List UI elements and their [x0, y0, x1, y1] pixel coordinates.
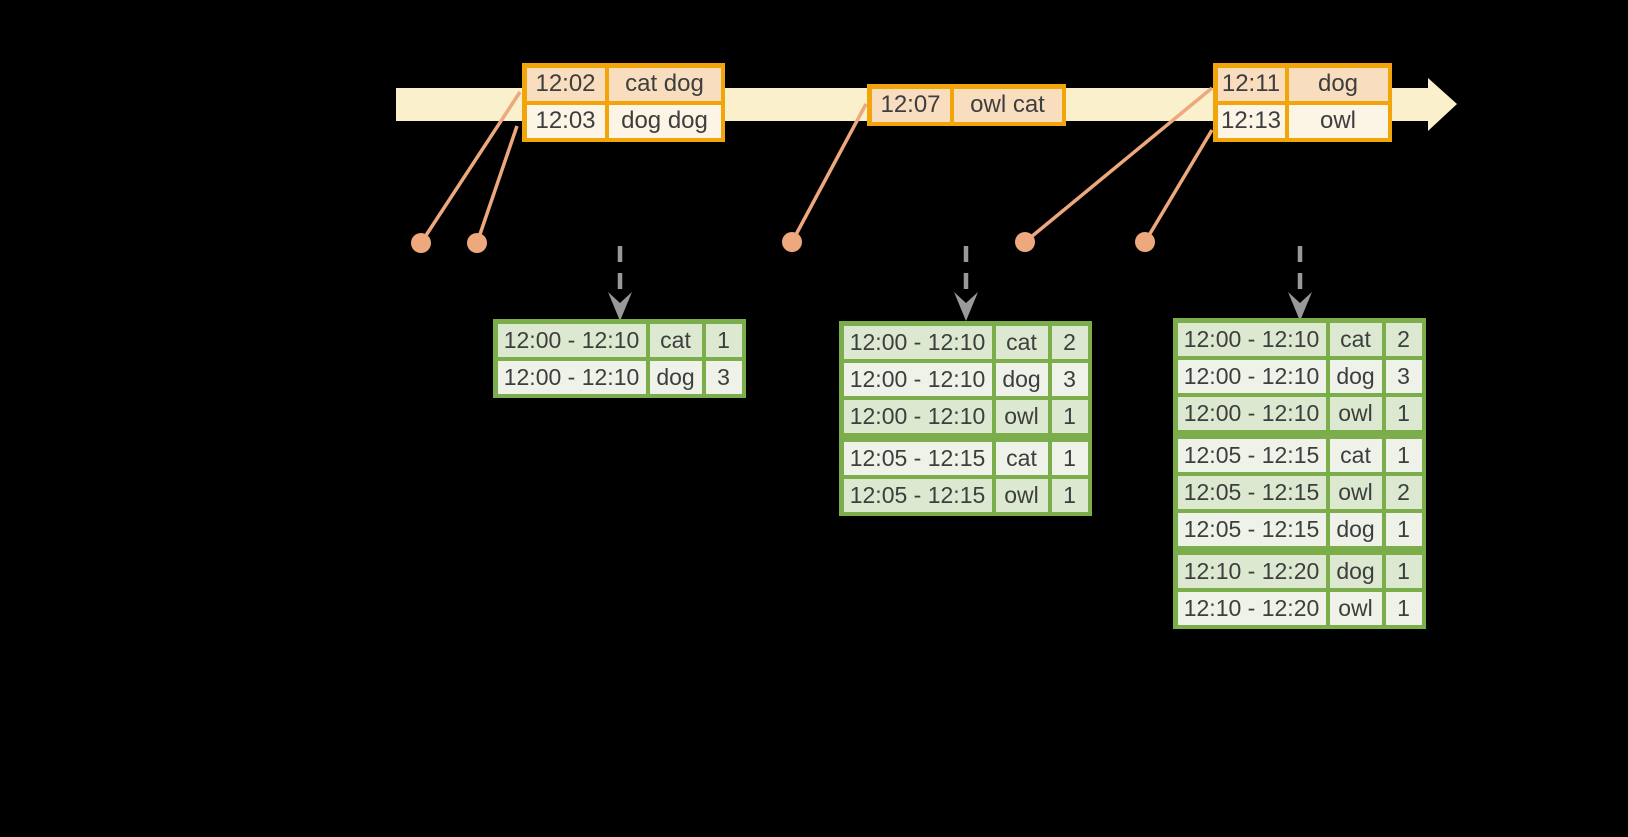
- word-cell: owl: [1329, 475, 1382, 509]
- event-time-cell: 12:02: [526, 67, 605, 101]
- window-cell: 12:00 - 12:10: [843, 325, 992, 359]
- count-cell: 1: [1385, 512, 1422, 546]
- trigger-arrowhead-icon: [608, 292, 632, 321]
- event-table-3: 12:11 dog 12:13 owl: [1213, 63, 1392, 142]
- window-cell: 12:00 - 12:10: [1177, 396, 1326, 430]
- event-words-cell: owl cat: [953, 88, 1062, 122]
- word-cell: cat: [1329, 438, 1382, 472]
- count-cell: 1: [1051, 478, 1088, 512]
- result-row: 12:00 - 12:10 cat 1: [497, 323, 742, 357]
- count-cell: 1: [1385, 396, 1422, 430]
- event-dot-icon: [411, 233, 431, 253]
- result-row: 12:00 - 12:10 owl 1: [843, 399, 1088, 433]
- word-cell: dog: [995, 362, 1048, 396]
- count-cell: 1: [1051, 399, 1088, 433]
- result-row: 12:00 - 12:10 owl 1: [1177, 396, 1422, 430]
- count-cell: 3: [1385, 359, 1422, 393]
- window-cell: 12:10 - 12:20: [1177, 591, 1326, 625]
- result-row: 12:00 - 12:10 dog 3: [843, 362, 1088, 396]
- word-cell: cat: [1329, 322, 1382, 356]
- word-cell: cat: [995, 325, 1048, 359]
- event-dot-icon: [467, 233, 487, 253]
- count-cell: 2: [1385, 322, 1422, 356]
- result-row: 12:00 - 12:10 cat 2: [1177, 322, 1422, 356]
- word-cell: dog: [1329, 554, 1382, 588]
- count-cell: 3: [1051, 362, 1088, 396]
- event-connector-line: [1023, 86, 1214, 244]
- event-dot-icon: [782, 232, 802, 252]
- event-words-cell: dog dog: [608, 104, 721, 138]
- event-time-cell: 12:03: [526, 104, 605, 138]
- event-connector-line: [419, 91, 522, 244]
- event-time-cell: 12:11: [1217, 67, 1285, 101]
- count-cell: 1: [1385, 591, 1422, 625]
- event-dot-icon: [1015, 232, 1035, 252]
- word-cell: dog: [649, 360, 702, 394]
- word-cell: dog: [1329, 359, 1382, 393]
- event-table-2: 12:07 owl cat: [867, 84, 1066, 126]
- event-table-1: 12:02 cat dog 12:03 dog dog: [522, 63, 725, 142]
- count-cell: 1: [705, 323, 742, 357]
- window-cell: 12:00 - 12:10: [497, 360, 646, 394]
- event-connector-line: [790, 103, 868, 243]
- event-time-cell: 12:13: [1217, 104, 1285, 138]
- window-cell: 12:00 - 12:10: [843, 399, 992, 433]
- count-cell: 1: [1051, 441, 1088, 475]
- word-cell: owl: [1329, 591, 1382, 625]
- result-row: 12:05 - 12:15 owl 2: [1177, 475, 1422, 509]
- event-words-cell: owl: [1288, 104, 1388, 138]
- window-cell: 12:05 - 12:15: [1177, 475, 1326, 509]
- result-table-1: 12:00 - 12:10 cat 1 12:00 - 12:10 dog 3: [493, 319, 746, 398]
- result-row: 12:10 - 12:20 dog 1: [1177, 554, 1422, 588]
- event-words-cell: cat dog: [608, 67, 721, 101]
- result-table-2: 12:00 - 12:10 cat 2 12:00 - 12:10 dog 3 …: [839, 321, 1092, 516]
- word-cell: owl: [995, 399, 1048, 433]
- result-row: 12:00 - 12:10 dog 3: [1177, 359, 1422, 393]
- event-connector-line: [475, 125, 519, 244]
- result-row: 12:05 - 12:15 cat 1: [843, 441, 1088, 475]
- window-cell: 12:00 - 12:10: [1177, 322, 1326, 356]
- result-row: 12:00 - 12:10 cat 2: [843, 325, 1088, 359]
- count-cell: 1: [1385, 438, 1422, 472]
- word-cell: dog: [1329, 512, 1382, 546]
- window-cell: 12:00 - 12:10: [497, 323, 646, 357]
- trigger-arrowhead-icon: [954, 292, 978, 321]
- result-row: 12:05 - 12:15 dog 1: [1177, 512, 1422, 546]
- window-cell: 12:05 - 12:15: [1177, 512, 1326, 546]
- word-cell: owl: [995, 478, 1048, 512]
- result-row: 12:10 - 12:20 owl 1: [1177, 591, 1422, 625]
- timeline-arrowhead-icon: [1428, 78, 1457, 131]
- event-dot-icon: [1135, 232, 1155, 252]
- word-cell: owl: [1329, 396, 1382, 430]
- window-cell: 12:05 - 12:15: [843, 441, 992, 475]
- window-cell: 12:05 - 12:15: [843, 478, 992, 512]
- result-table-3: 12:00 - 12:10 cat 2 12:00 - 12:10 dog 3 …: [1173, 318, 1426, 629]
- result-row: 12:00 - 12:10 dog 3: [497, 360, 742, 394]
- window-cell: 12:05 - 12:15: [1177, 438, 1326, 472]
- window-cell: 12:10 - 12:20: [1177, 554, 1326, 588]
- count-cell: 2: [1051, 325, 1088, 359]
- count-cell: 1: [1385, 554, 1422, 588]
- event-time-cell: 12:07: [871, 88, 950, 122]
- result-row: 12:05 - 12:15 cat 1: [1177, 438, 1422, 472]
- event-words-cell: dog: [1288, 67, 1388, 101]
- count-cell: 3: [705, 360, 742, 394]
- count-cell: 2: [1385, 475, 1422, 509]
- trigger-arrowhead-icon: [1288, 292, 1312, 321]
- window-cell: 12:00 - 12:10: [843, 362, 992, 396]
- window-cell: 12:00 - 12:10: [1177, 359, 1326, 393]
- word-cell: cat: [649, 323, 702, 357]
- word-cell: cat: [995, 441, 1048, 475]
- result-row: 12:05 - 12:15 owl 1: [843, 478, 1088, 512]
- event-connector-line: [1143, 129, 1214, 243]
